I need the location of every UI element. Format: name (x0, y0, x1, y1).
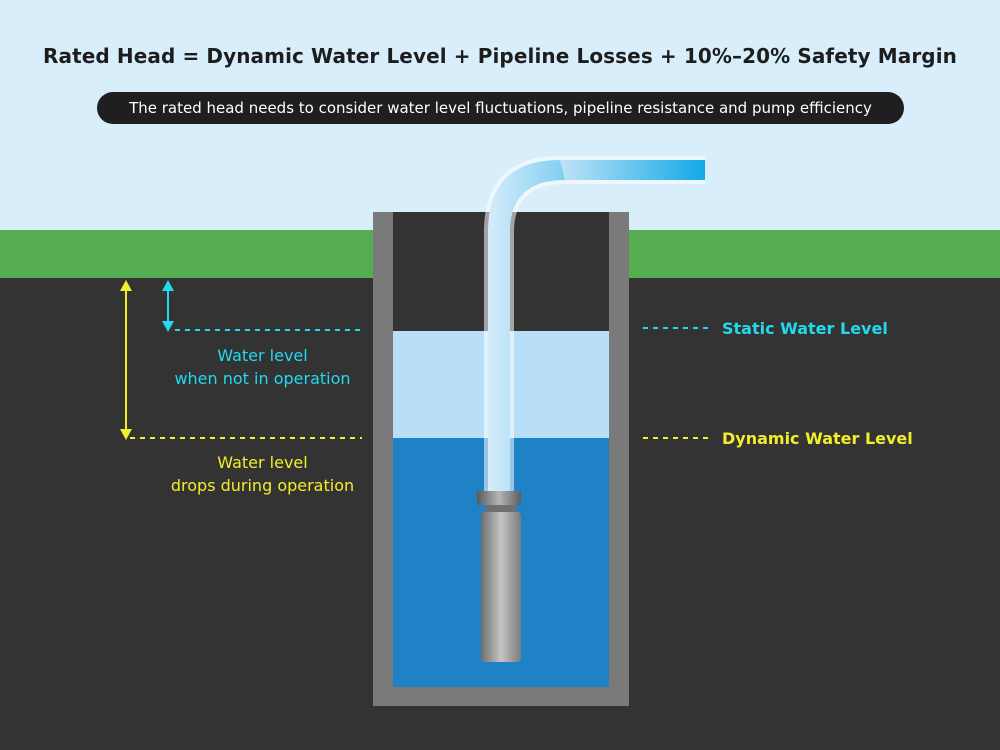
dynamic-arrow-up-head (120, 280, 132, 291)
formula-title: Rated Head = Dynamic Water Level + Pipel… (42, 44, 958, 68)
static-arrow-up-head (162, 280, 174, 291)
static-level-indicator (162, 280, 708, 332)
discharge-pipe (484, 156, 705, 500)
static-arrow-down-head (162, 321, 174, 332)
dynamic-water-level-label: Dynamic Water Level (722, 429, 913, 448)
dynamic-level-note-line1: Water level (217, 453, 308, 472)
subtitle-banner: The rated head needs to consider water l… (97, 92, 904, 124)
dynamic-level-indicator (120, 280, 708, 440)
static-level-note-line2: when not in operation (174, 369, 351, 388)
submersible-pump (477, 491, 521, 662)
pipe-body (488, 160, 705, 500)
dynamic-level-note: Water level drops during operation (150, 451, 375, 497)
pump-collar (477, 491, 521, 505)
pipe-horizontal-highlight (560, 160, 705, 180)
static-water-level-label: Static Water Level (722, 319, 888, 338)
static-level-note-line1: Water level (217, 346, 308, 365)
dynamic-level-note-line2: drops during operation (170, 476, 355, 495)
dynamic-arrow-down-head (120, 429, 132, 440)
static-level-note: Water level when not in operation (150, 344, 375, 390)
pump-body (481, 512, 521, 662)
